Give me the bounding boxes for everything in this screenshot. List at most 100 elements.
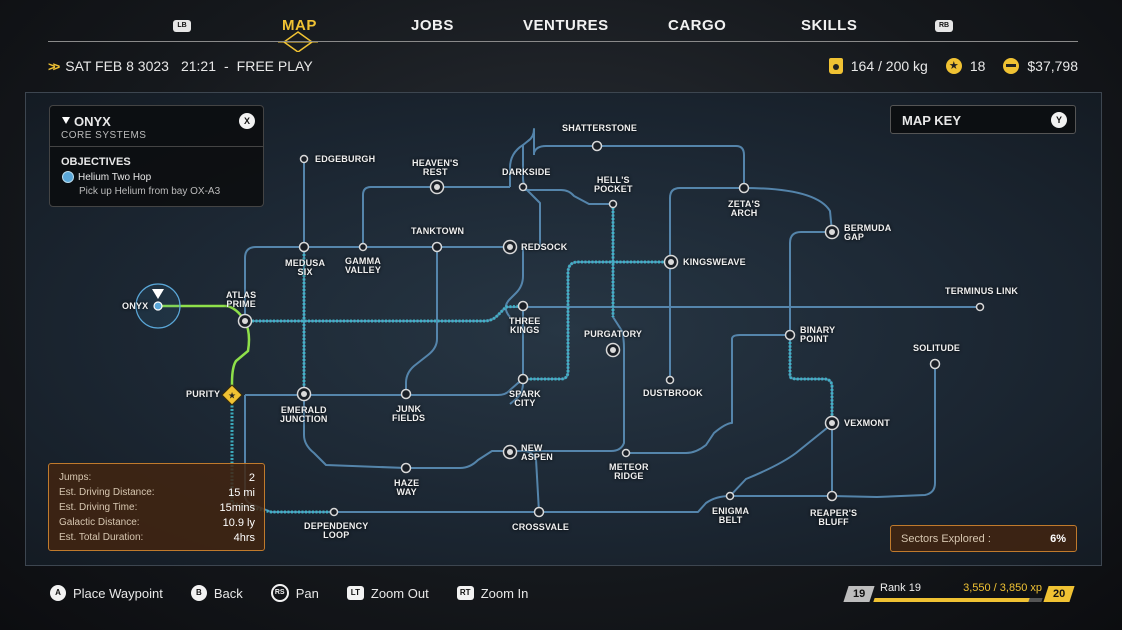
player-marker-icon xyxy=(152,289,164,299)
sectors-label: Sectors Explored : xyxy=(901,533,991,545)
top-nav: LB MAP JOBS VENTURES CARGO SKILLS RB xyxy=(0,0,1122,52)
sectors-value: 6% xyxy=(1050,533,1066,545)
label-terminus-link: TERMINUS LINK xyxy=(945,286,1019,296)
node-gamma-valley xyxy=(358,242,368,252)
objective-title: Helium Two Hop xyxy=(78,172,152,183)
money-amount: $37,798 xyxy=(1027,58,1078,74)
label-crossvale: CROSSVALE xyxy=(512,522,570,532)
node-three-kings xyxy=(517,300,529,312)
label-redsock: REDSOCK xyxy=(521,242,568,252)
label-purity: PURITY xyxy=(186,389,221,399)
label-solitude: SOLITUDE xyxy=(913,343,961,353)
label-tanktown: TANKTOWN xyxy=(411,226,465,236)
nav-divider xyxy=(48,41,1078,42)
node-crossvale xyxy=(533,506,545,518)
node-hells-pocket xyxy=(608,199,618,209)
node-spark-city xyxy=(517,373,529,385)
travel-summary: Jumps:2 Est. Driving Distance:15 mi Est.… xyxy=(48,463,265,551)
node-purity xyxy=(221,384,243,406)
node-tanktown xyxy=(431,241,443,253)
node-edgeburgh xyxy=(299,154,309,164)
star-icon: ★ xyxy=(945,58,962,74)
close-button[interactable]: X xyxy=(239,113,255,129)
label-kingsweave: KINGSWEAVE xyxy=(683,257,746,267)
node-medusa-six xyxy=(298,241,310,253)
rb-button-icon[interactable]: RB xyxy=(935,20,953,32)
stat-jumps: Jumps:2 xyxy=(59,472,255,484)
tab-jobs[interactable]: JOBS xyxy=(411,17,454,34)
rank-label: Rank 19 xyxy=(880,582,921,594)
rs-stick-icon: RS xyxy=(270,584,289,602)
location-card: ONYX CORE SYSTEMS X OBJECTIVES Helium Tw… xyxy=(49,105,264,207)
label-darkside: DARKSIDE xyxy=(502,167,551,177)
node-haze-way xyxy=(400,462,412,474)
map-key-button[interactable]: MAP KEY Y xyxy=(890,105,1076,134)
status-separator: - xyxy=(224,58,229,74)
stat-driving-distance: Est. Driving Distance:15 mi xyxy=(59,487,255,499)
svg-text:★: ★ xyxy=(228,392,236,402)
money-icon xyxy=(1003,58,1020,74)
lb-button-icon[interactable]: LB xyxy=(173,20,191,32)
card-divider xyxy=(50,146,263,147)
chevron-right-icon: >> xyxy=(48,58,60,74)
label-purgatory: PURGATORY xyxy=(584,329,643,339)
game-date: SAT FEB 8 3023 xyxy=(65,58,169,74)
xp-progress-fill xyxy=(873,598,1030,602)
label-shatterstone: SHATTERSTONE xyxy=(562,123,638,133)
lt-button-icon: LT xyxy=(346,586,364,600)
status-bar: >> SAT FEB 8 3023 21:21 - FREE PLAY 164 … xyxy=(48,58,1078,78)
game-time: 21:21 xyxy=(180,58,216,74)
cargo-weight: 164 / 200 kg xyxy=(850,58,928,74)
stat-driving-time: Est. Driving Time:15mins xyxy=(59,502,255,514)
node-meteor-ridge xyxy=(621,448,631,458)
label-onyx: ONYX xyxy=(122,301,149,311)
node-dependency-loop xyxy=(329,507,339,517)
stat-total-duration: Est. Total Duration:4hrs xyxy=(59,532,255,544)
node-darkside xyxy=(518,182,528,192)
map-nodes: ★ xyxy=(152,140,985,518)
node-binary-point xyxy=(784,329,796,341)
node-shatterstone xyxy=(591,140,603,152)
label-dustbrook: DUSTBROOK xyxy=(643,388,703,398)
game-mode: FREE PLAY xyxy=(236,58,313,74)
objective-detail: Pick up Helium from bay OX-A3 xyxy=(79,186,221,197)
location-region: CORE SYSTEMS xyxy=(61,130,147,141)
y-button-icon[interactable]: Y xyxy=(1051,112,1067,128)
node-terminus-link xyxy=(975,302,985,312)
weight-icon xyxy=(828,58,843,74)
stat-galactic-distance: Galactic Distance:10.9 ly xyxy=(59,517,255,529)
tab-cargo[interactable]: CARGO xyxy=(668,17,727,34)
map-key-label: MAP KEY xyxy=(902,113,961,128)
current-rank-badge: 19 xyxy=(843,586,875,602)
rt-button-icon: RT xyxy=(456,586,474,600)
tab-skills[interactable]: SKILLS xyxy=(801,17,858,34)
tab-ventures[interactable]: VENTURES xyxy=(523,17,609,34)
node-reapers-bluff xyxy=(826,490,838,502)
xp-progress-bar xyxy=(873,598,1043,602)
node-enigma-belt xyxy=(725,491,735,501)
node-onyx xyxy=(153,301,163,311)
tab-map[interactable]: MAP xyxy=(282,17,317,34)
objective-icon xyxy=(62,171,74,183)
